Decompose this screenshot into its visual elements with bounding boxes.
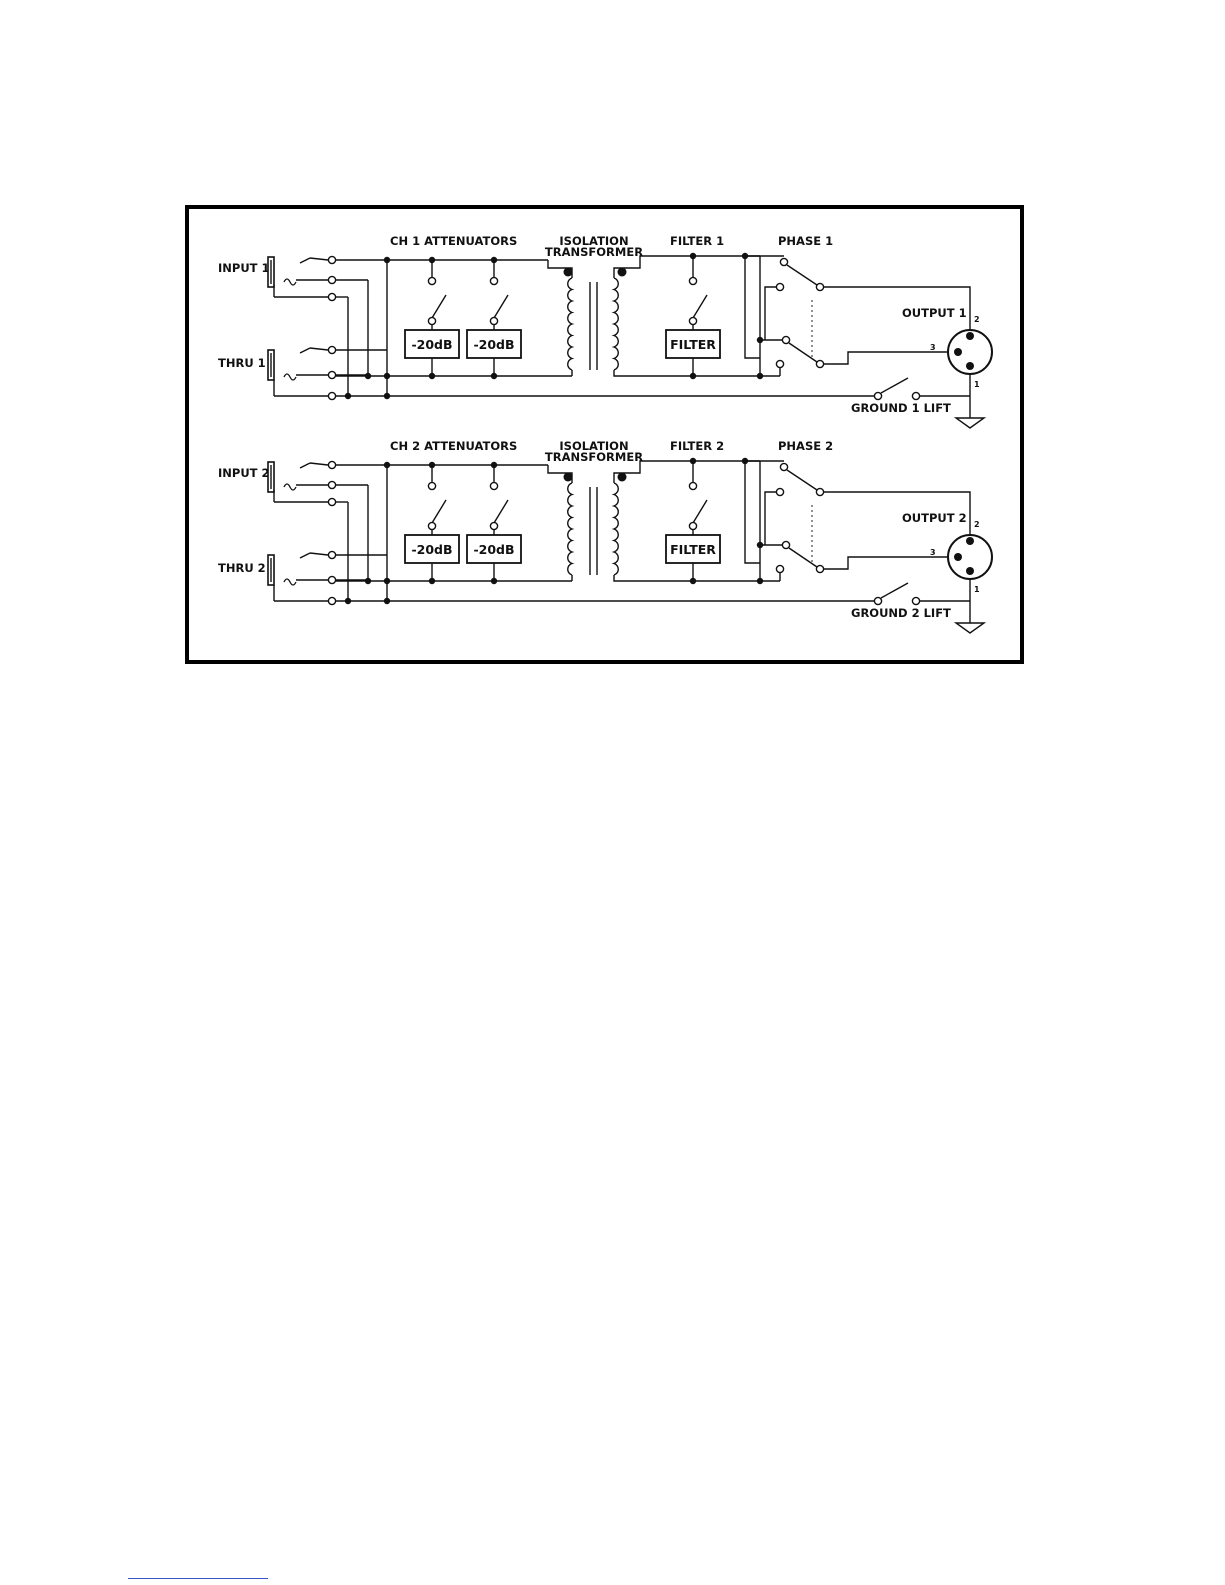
polarity-dot-icon xyxy=(564,473,573,482)
xlr-pin xyxy=(954,348,962,356)
pin-number: 3 xyxy=(930,343,936,352)
xlr-pin xyxy=(966,567,974,575)
terminal xyxy=(490,522,497,529)
terminal xyxy=(816,565,823,572)
terminal xyxy=(428,317,435,324)
terminal xyxy=(782,541,789,548)
terminal xyxy=(328,392,335,399)
terminal xyxy=(912,392,919,399)
ground-lift-label: GROUND 1 LIFT xyxy=(851,401,951,415)
terminal xyxy=(689,317,696,324)
terminal xyxy=(428,482,435,489)
terminal xyxy=(782,336,789,343)
filter-label: FILTER 2 xyxy=(670,439,724,453)
terminal xyxy=(490,317,497,324)
terminal xyxy=(490,482,497,489)
thru-label: THRU 2 xyxy=(218,561,266,575)
xlr-pin xyxy=(954,553,962,561)
terminal xyxy=(816,360,823,367)
terminal xyxy=(776,360,783,367)
terminal xyxy=(776,283,783,290)
terminal xyxy=(874,597,881,604)
phase-label: PHASE 1 xyxy=(778,234,833,248)
junction-dot xyxy=(429,578,435,584)
filter-box-label: FILTER xyxy=(670,337,716,352)
filter-box-label: FILTER xyxy=(670,542,716,557)
pin-number: 2 xyxy=(974,315,980,324)
terminal xyxy=(816,488,823,495)
input-label: INPUT 1 xyxy=(218,261,270,275)
terminal xyxy=(874,392,881,399)
ground-lift-label: GROUND 2 LIFT xyxy=(851,606,951,620)
terminal xyxy=(428,277,435,284)
output-label: OUTPUT 1 xyxy=(902,306,967,320)
terminal xyxy=(689,522,696,529)
terminal xyxy=(776,488,783,495)
junction-dot xyxy=(429,373,435,379)
terminal xyxy=(328,371,335,378)
junction-dot xyxy=(690,373,696,379)
terminal xyxy=(780,463,787,470)
diagram-frame xyxy=(187,207,1022,662)
terminal xyxy=(490,277,497,284)
terminal xyxy=(328,481,335,488)
input-label: INPUT 2 xyxy=(218,466,270,480)
terminal xyxy=(689,482,696,489)
terminal xyxy=(328,498,335,505)
terminal xyxy=(816,283,823,290)
polarity-dot-icon xyxy=(618,268,627,277)
footer-link-underline xyxy=(128,1578,268,1579)
attenuator-box-label: -20dB xyxy=(473,337,514,352)
transformer-label: TRANSFORMER xyxy=(545,245,643,259)
xlr-pin xyxy=(966,362,974,370)
attenuator-box-label: -20dB xyxy=(411,337,452,352)
pin-number: 3 xyxy=(930,548,936,557)
junction-dot xyxy=(491,373,497,379)
attenuators-label: CH 2 ATTENUATORS xyxy=(390,439,517,453)
terminal xyxy=(428,522,435,529)
terminal xyxy=(776,565,783,572)
terminal xyxy=(780,258,787,265)
terminal xyxy=(328,551,335,558)
junction-dot xyxy=(491,578,497,584)
terminal xyxy=(328,346,335,353)
terminal xyxy=(328,576,335,583)
output-label: OUTPUT 2 xyxy=(902,511,967,525)
terminal xyxy=(689,277,696,284)
terminal xyxy=(328,461,335,468)
polarity-dot-icon xyxy=(564,268,573,277)
pin-number: 2 xyxy=(974,520,980,529)
phase-label: PHASE 2 xyxy=(778,439,833,453)
xlr-pin xyxy=(966,332,974,340)
xlr-pin xyxy=(966,537,974,545)
transformer-label: TRANSFORMER xyxy=(545,450,643,464)
terminal xyxy=(328,276,335,283)
terminal xyxy=(328,597,335,604)
filter-label: FILTER 1 xyxy=(670,234,724,248)
thru-label: THRU 1 xyxy=(218,356,266,370)
attenuator-box-label: -20dB xyxy=(411,542,452,557)
junction-dot xyxy=(690,578,696,584)
terminal xyxy=(912,597,919,604)
polarity-dot-icon xyxy=(618,473,627,482)
terminal xyxy=(328,293,335,300)
pin-number: 1 xyxy=(974,380,980,389)
pin-number: 1 xyxy=(974,585,980,594)
terminal xyxy=(328,256,335,263)
attenuators-label: CH 1 ATTENUATORS xyxy=(390,234,517,248)
attenuator-box-label: -20dB xyxy=(473,542,514,557)
